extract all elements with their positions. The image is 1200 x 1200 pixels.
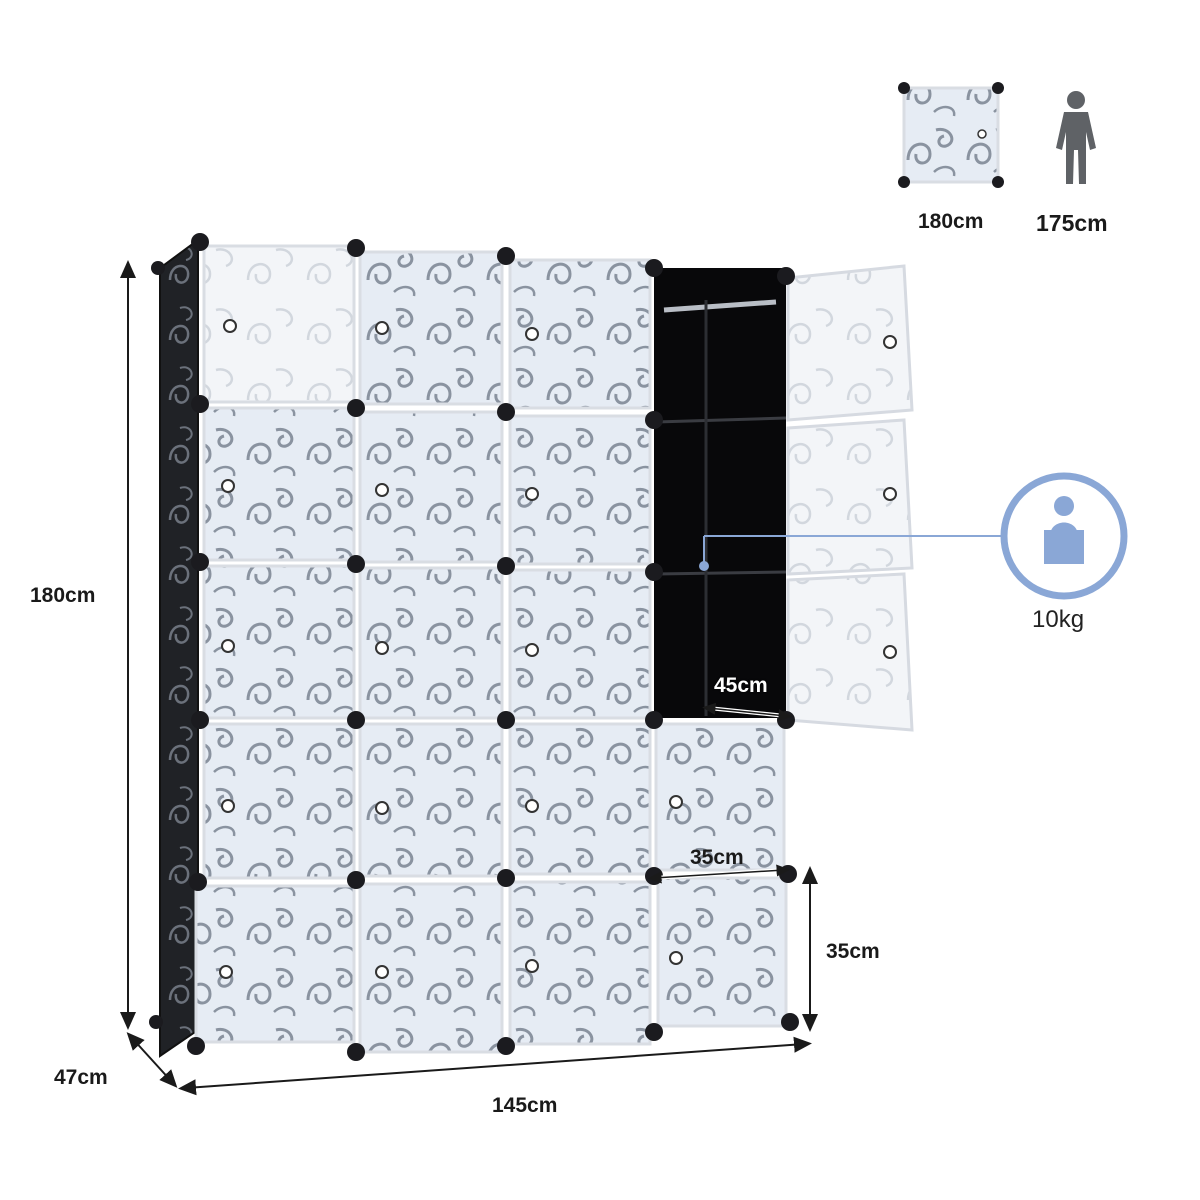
mini-connector	[992, 82, 1004, 94]
door-knob	[221, 639, 235, 653]
connector	[191, 711, 209, 729]
height-label: 180cm	[30, 584, 96, 607]
cube-width-label: 35cm	[690, 846, 744, 869]
connector	[645, 563, 663, 581]
door-knob	[525, 643, 539, 657]
connector	[497, 869, 515, 887]
connector	[347, 399, 365, 417]
compartment-depth-label: 45cm	[714, 674, 768, 697]
connector	[497, 557, 515, 575]
connector	[191, 395, 209, 413]
depth-dimension-line	[126, 1032, 178, 1088]
width-dimension-line	[178, 1036, 812, 1096]
door-knob	[883, 645, 897, 659]
cube-door	[358, 722, 504, 878]
open-door	[786, 264, 914, 422]
door-knob	[375, 801, 389, 815]
door-knob	[223, 319, 237, 333]
depth-inner-dimension-line	[702, 702, 792, 722]
connector	[149, 1015, 163, 1029]
shelf-line-2	[655, 570, 787, 576]
cabinet-side-panel	[159, 238, 199, 1058]
door-knob	[375, 641, 389, 655]
connector	[191, 553, 209, 571]
connector	[347, 555, 365, 573]
cube-door-grid	[194, 244, 788, 1054]
load-icon-head	[1054, 496, 1074, 516]
cube-height-label: 35cm	[826, 940, 880, 963]
connector	[497, 1037, 515, 1055]
door-knob	[375, 321, 389, 335]
cube-door	[202, 722, 356, 880]
door-knob	[525, 959, 539, 973]
connector	[187, 1037, 205, 1055]
load-capacity-label: 10kg	[1032, 606, 1085, 633]
door-knob	[883, 487, 897, 501]
connector	[497, 403, 515, 421]
mini-cube-knob	[977, 129, 987, 139]
connector	[191, 233, 209, 251]
connector	[151, 261, 165, 275]
door-knob	[525, 799, 539, 813]
depth-label: 47cm	[54, 1066, 108, 1089]
door-knobs	[219, 319, 897, 979]
connector	[777, 267, 795, 285]
door-knob	[525, 327, 539, 341]
cube-width-dimension-line-inner	[648, 864, 790, 884]
mini-connector	[992, 176, 1004, 188]
door-knob	[221, 799, 235, 813]
open-compartment-back	[654, 268, 786, 718]
connector	[347, 1043, 365, 1061]
connector	[347, 871, 365, 889]
mini-connector	[898, 82, 910, 94]
scale-cabinet-height-label: 180cm	[918, 210, 984, 233]
door-knob	[375, 965, 389, 979]
cube-door	[194, 884, 356, 1044]
connector	[645, 259, 663, 277]
load-icon-box	[1044, 530, 1084, 564]
scale-person-height-label: 175cm	[1036, 210, 1108, 236]
width-label: 145cm	[492, 1094, 558, 1117]
open-doors	[786, 264, 914, 732]
shelf-line-1	[655, 416, 787, 424]
cube-door	[508, 722, 652, 876]
mini-connector	[898, 176, 910, 188]
person-icon	[1056, 91, 1096, 184]
door-knob	[221, 479, 235, 493]
connector	[497, 247, 515, 265]
connector	[781, 1013, 799, 1031]
door-knob	[219, 965, 233, 979]
connector	[497, 711, 515, 729]
door-knob	[525, 487, 539, 501]
door-knob	[669, 795, 683, 809]
connector	[779, 865, 797, 883]
connector	[645, 1023, 663, 1041]
door-knob	[883, 335, 897, 349]
connector	[347, 239, 365, 257]
connector	[347, 711, 365, 729]
connector	[189, 873, 207, 891]
door-knob	[669, 951, 683, 965]
connector	[645, 411, 663, 429]
hanging-rod	[663, 299, 777, 313]
door-knob	[375, 483, 389, 497]
connector	[645, 711, 663, 729]
open-door	[786, 572, 914, 732]
